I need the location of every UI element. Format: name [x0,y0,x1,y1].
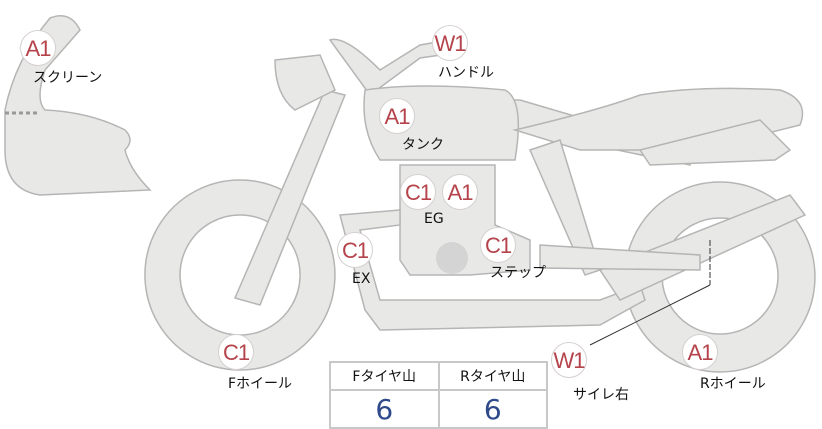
screen-grade-badge: A1 [20,30,56,66]
swingarm [539,244,701,271]
screen-label: スクリーン [33,70,103,86]
silencer-leader [589,284,711,346]
rear-fender [638,119,792,166]
handle-label: ハンドル [438,65,494,81]
ex-label: EX [352,271,371,287]
rwheel-label: Rホイール [700,376,766,392]
front-tread-header: Fタイヤ山 [329,361,440,391]
handle-grade-badge: W1 [432,25,468,61]
silencer-part [598,194,807,301]
rwheel-grade-badge: A1 [682,334,718,370]
fork [233,89,347,306]
silencer-grade-badge: W1 [551,342,587,378]
rear-tread-header: Rタイヤ山 [437,361,548,391]
silencer-label: サイレ右 [573,387,629,403]
eg-grade-badge-1: C1 [400,174,436,210]
tread-table: Fタイヤ山 Rタイヤ山 6 6 [329,361,548,429]
fwheel-grade-badge: C1 [218,334,254,370]
ex-grade-badge: C1 [337,232,373,268]
engine-cover [436,242,468,274]
step-label: ステップ [490,265,546,281]
headlight [274,54,336,111]
tank-label: タンク [402,137,444,153]
eg-label: EG [424,211,444,227]
front-tread-value: 6 [329,389,440,429]
tank-grade-badge: A1 [379,98,415,134]
rear-tread-value: 6 [437,389,548,429]
eg-grade-badge-2: A1 [442,174,478,210]
step-grade-badge: C1 [480,227,516,263]
fwheel-label: Fホイール [228,376,293,392]
